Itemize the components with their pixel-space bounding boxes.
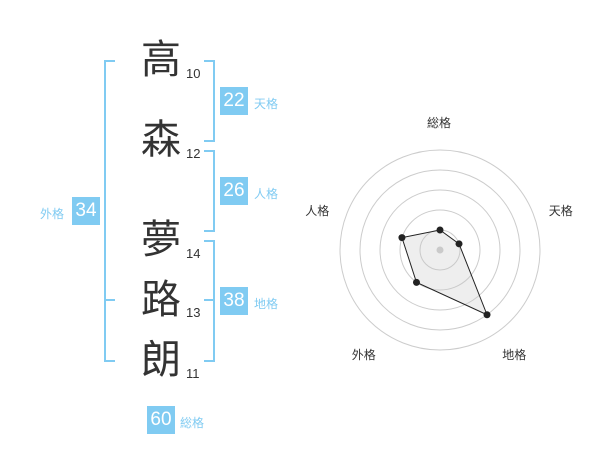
name-char: 夢 xyxy=(141,217,181,263)
radar-ring xyxy=(359,169,521,331)
soukaku-label: 総格 xyxy=(180,416,205,430)
radar-ring xyxy=(399,209,481,291)
radar-axis-label: 天格 xyxy=(548,204,573,219)
tenkaku-bracket xyxy=(204,60,215,142)
stroke-count: 14 xyxy=(186,246,201,261)
jinkaku-value: 26 xyxy=(220,177,248,205)
radar-ring xyxy=(339,149,541,351)
gaikaku-label: 外格 xyxy=(40,207,65,221)
jinkaku-label: 人格 xyxy=(254,187,279,201)
jinkaku-bracket xyxy=(204,150,215,232)
tenkaku-label: 天格 xyxy=(254,97,279,111)
chikaku-value: 38 xyxy=(220,287,248,315)
radar-axis-label: 地格 xyxy=(502,347,527,362)
chikaku-tick xyxy=(204,299,214,301)
gaikaku-tick xyxy=(105,299,115,301)
gaikaku-value: 34 xyxy=(72,197,100,225)
soukaku-value: 60 xyxy=(147,406,175,434)
radar-point xyxy=(455,240,463,248)
name-char: 朗 xyxy=(141,337,181,383)
radar-polygon xyxy=(401,229,488,316)
chikaku-bracket xyxy=(204,240,215,362)
name-char: 高 xyxy=(141,37,181,83)
radar-center xyxy=(436,246,444,254)
stroke-count: 11 xyxy=(186,366,200,381)
radar-point xyxy=(483,311,491,319)
radar-axis-label: 人格 xyxy=(305,204,330,219)
name-char: 森 xyxy=(141,117,181,163)
name-char: 路 xyxy=(141,277,181,323)
radar-point xyxy=(398,234,406,242)
radar-ring xyxy=(379,189,501,311)
stroke-count: 12 xyxy=(186,146,201,161)
gaikaku-bracket xyxy=(104,60,115,362)
radar-axis-label: 総格 xyxy=(427,116,452,130)
radar-point xyxy=(412,278,420,286)
radar-point xyxy=(436,226,444,234)
stroke-count: 10 xyxy=(186,66,201,81)
radar-axis-label: 外格 xyxy=(351,347,376,362)
stroke-count: 13 xyxy=(186,305,201,320)
tenkaku-value: 22 xyxy=(220,87,248,115)
chikaku-label: 地格 xyxy=(254,297,279,311)
